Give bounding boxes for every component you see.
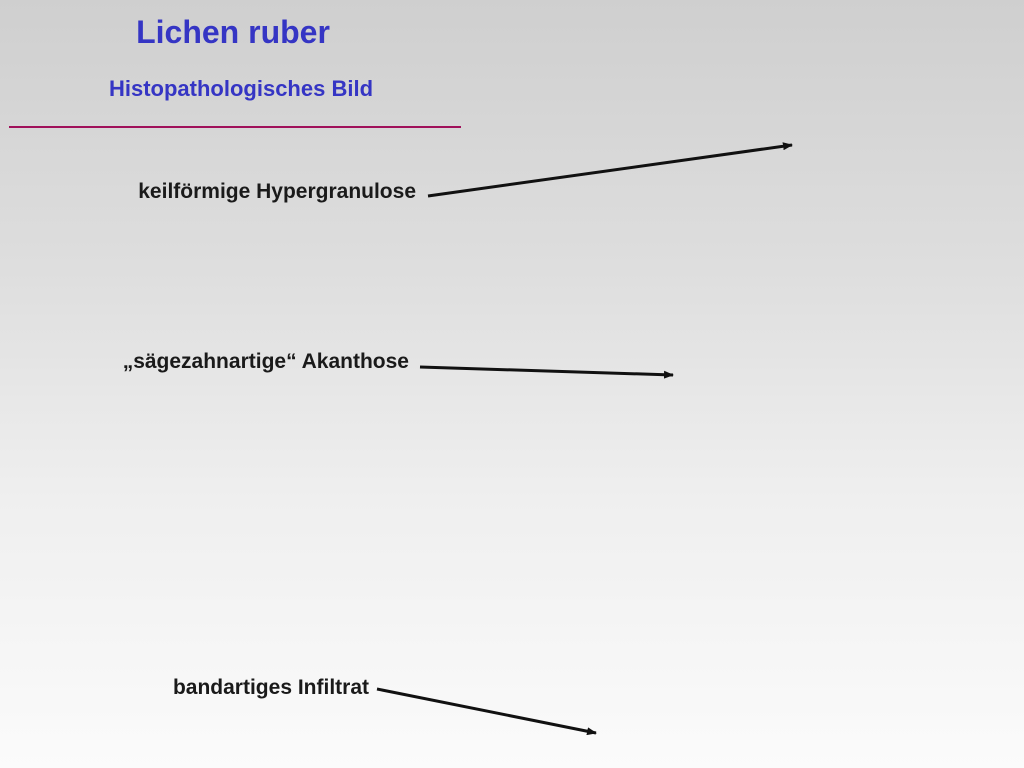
arrow-right-icon [376,687,597,736]
arrow-right-icon [419,365,674,379]
label-hypergranulose: keilförmige Hypergranulose [138,180,416,203]
arrow-right-icon [427,142,793,198]
label-infiltrat: bandartiges Infiltrat [172,676,369,699]
label-akanthose: „sägezahnartige“ Akanthose [122,350,409,373]
slide-subtitle: Histopathologisches Bild [108,76,374,101]
title-divider [9,126,461,128]
slide-title: Lichen ruber [136,14,330,50]
